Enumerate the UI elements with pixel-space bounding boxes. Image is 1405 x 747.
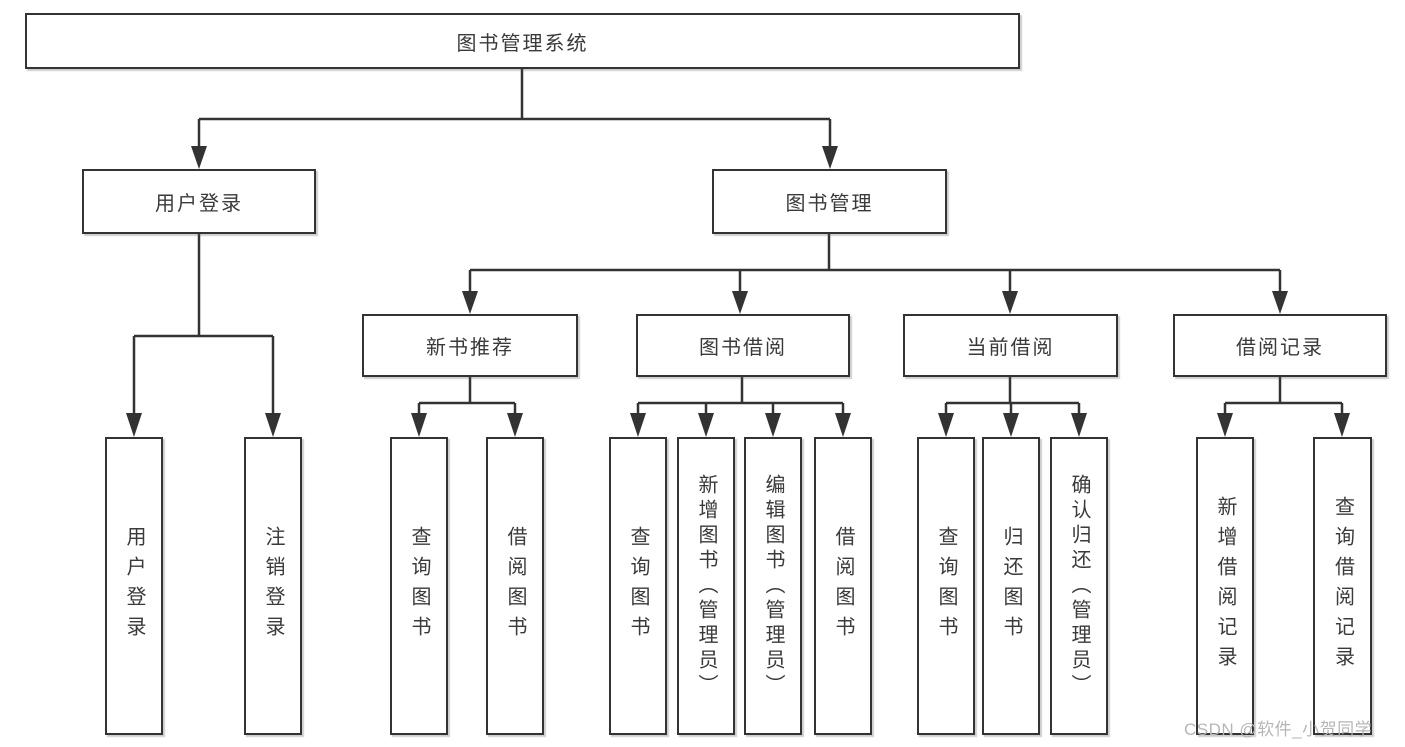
node-library-management-system: 图书管理系统 — [25, 13, 1020, 69]
node-label: 查询借阅记录 — [1331, 496, 1354, 676]
node-label: 用户登录 — [123, 526, 145, 646]
node-borrow-books-1: 借阅图书 — [486, 437, 544, 735]
node-book-borrowing: 图书借阅 — [636, 314, 850, 377]
node-user-login-module: 用户登录 — [82, 169, 316, 234]
node-label: 确认归还（管理员） — [1068, 473, 1090, 699]
node-label: 图书管理系统 — [456, 32, 589, 55]
node-query-books-1: 查询图书 — [390, 437, 448, 735]
connector-new-book — [417, 377, 517, 418]
node-label: 新书推荐 — [426, 337, 514, 359]
node-label: 归还图书 — [1000, 526, 1022, 646]
node-label: 新增借阅记录 — [1214, 496, 1236, 676]
node-label: 借阅记录 — [1236, 337, 1324, 359]
connector-root — [197, 69, 832, 150]
connector-user-login — [132, 233, 275, 418]
node-edit-books-admin: 编辑图书（管理员） — [744, 437, 802, 735]
node-borrowing-records: 借阅记录 — [1173, 314, 1387, 377]
node-new-book-recommendation: 新书推荐 — [362, 314, 578, 377]
node-book-management-module: 图书管理 — [712, 169, 947, 234]
node-label: 用户登录 — [155, 193, 243, 215]
node-label: 借阅图书 — [504, 526, 526, 646]
node-confirm-return-admin: 确认归还（管理员） — [1050, 437, 1108, 735]
node-current-borrowing: 当前借阅 — [903, 314, 1118, 377]
arrowheads — [126, 146, 1350, 437]
node-label: 注销登录 — [262, 526, 284, 646]
node-label: 借阅图书 — [832, 526, 854, 646]
node-label: 当前借阅 — [966, 337, 1055, 359]
node-borrow-books-2: 借阅图书 — [814, 437, 872, 735]
node-logout-action: 注销登录 — [244, 437, 302, 735]
connector-current — [944, 377, 1081, 418]
node-label: 图书管理 — [785, 193, 874, 215]
node-label: 图书借阅 — [699, 337, 787, 359]
connector-records — [1223, 377, 1344, 418]
node-label: 编辑图书（管理员） — [762, 473, 784, 699]
node-label: 新增图书（管理员） — [695, 473, 717, 699]
node-add-books-admin: 新增图书（管理员） — [677, 437, 735, 735]
node-query-books-3: 查询图书 — [917, 437, 975, 735]
node-label: 查询图书 — [408, 526, 430, 646]
node-user-login-action: 用户登录 — [105, 437, 163, 735]
connector-book-management — [468, 233, 1282, 296]
node-label: 查询图书 — [935, 526, 957, 646]
csdn-watermark: CSDN @软件_小贺同学 — [1184, 720, 1373, 739]
connector-borrowing — [636, 377, 845, 418]
node-query-books-2: 查询图书 — [609, 437, 667, 735]
node-add-borrow-record: 新增借阅记录 — [1196, 437, 1254, 735]
node-label: 查询图书 — [627, 526, 649, 646]
node-return-books: 归还图书 — [982, 437, 1040, 735]
node-query-borrow-record: 查询借阅记录 — [1313, 437, 1372, 735]
